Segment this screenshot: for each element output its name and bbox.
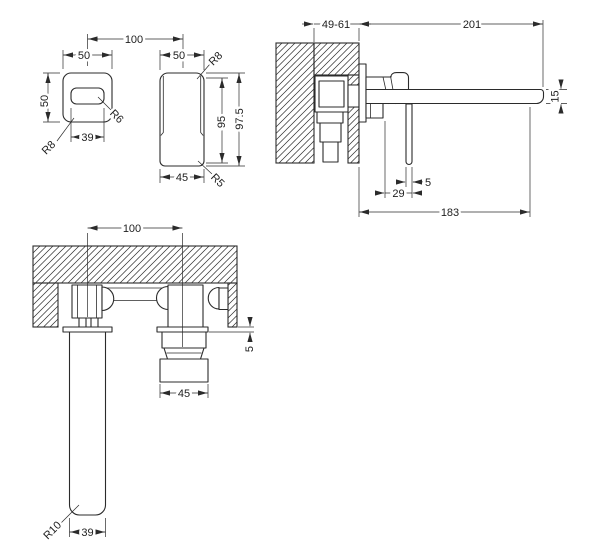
view-handle-side: 50 R8 95 97.5 (159, 47, 249, 192)
dimension-side-width-bottom: 45 (159, 169, 205, 187)
radius-label-r8-side: R8 (207, 50, 225, 68)
radius-label-side-bottom: R5 (197, 160, 229, 192)
dimension-spacing-top: 100 (87, 32, 184, 68)
dim-label-side-width-top: 50 (173, 50, 185, 62)
dim-label-spout-reach: 201 (463, 19, 481, 31)
dim-label-spout-height: 15 (550, 90, 562, 102)
dimension-lever-offset: 29 (374, 121, 423, 203)
dimension-spout-reach: 201 (359, 17, 544, 87)
dim-label-centres-front: 100 (123, 223, 141, 235)
wall-section-top (313, 42, 360, 76)
dim-label-plate-gap: 5 (244, 346, 256, 352)
radius-label-r8-front: R8 (40, 139, 58, 157)
radius-label-r5-side: R5 (208, 171, 226, 189)
lever-handle-side (405, 103, 413, 166)
dim-label-handle-width: 45 (178, 388, 190, 400)
radius-label-side-top: R8 (196, 47, 228, 80)
dim-label-spout-width: 39 (81, 527, 93, 539)
dimension-side-height-body: 95 (206, 77, 231, 164)
dimension-spout-width: 39 (69, 518, 106, 542)
dim-label-side-height-total: 97.5 (234, 108, 246, 129)
dim-label-plate-width: 50 (78, 50, 90, 62)
dim-label-lever-offset: 29 (392, 188, 404, 200)
wall-face-strip-lower (347, 106, 360, 164)
view-handle-front: 100 50 50 39 (37, 32, 184, 160)
mixer-body-lower (365, 102, 384, 119)
dimension-side-width-top: 50 (159, 48, 205, 70)
concealed-assembly-front (71, 284, 229, 328)
wall-front-right (227, 282, 238, 328)
dim-label-wall-depth: 49-61 (322, 19, 350, 31)
dimension-wall-depth: 49-61 (302, 17, 371, 42)
dim-label-outlet-reach: 183 (441, 207, 459, 219)
mixer-body-side (365, 72, 410, 91)
concealed-valve-body (314, 75, 360, 163)
dimension-centres-front: 100 (87, 221, 183, 347)
dim-label-spacing-top: 100 (125, 34, 143, 46)
handle-side-plate-lines (160, 76, 204, 136)
view-side-section: 49-61 201 15 5 (275, 17, 567, 222)
wall-face-strip-upper (347, 74, 360, 86)
dimension-plate-gap: 5 (209, 316, 259, 355)
dimension-side-height-total: 97.5 (206, 72, 249, 167)
dimension-plate-width: 50 (62, 48, 113, 69)
dim-label-slot-width: 39 (81, 132, 93, 144)
dimension-handle-width: 45 (159, 384, 209, 403)
dimension-outlet-reach: 183 (358, 107, 531, 222)
radius-label-spout-corner: R10 (39, 504, 80, 545)
dim-label-lever-thickness: 5 (425, 177, 431, 189)
radius-label-plate-corner: R8 (37, 117, 75, 160)
wall-front-left (32, 282, 59, 328)
dimension-spout-height: 15 (546, 79, 567, 114)
view-front-installed: 100 5 45 39 (32, 221, 259, 545)
dimension-slot-width: 39 (70, 108, 105, 147)
handle-side-outline (159, 72, 205, 167)
dimension-plate-height: 50 (37, 72, 60, 123)
dim-label-side-height-body: 95 (216, 116, 228, 128)
spout-front (62, 326, 113, 516)
dim-label-plate-height: 50 (39, 95, 51, 107)
wall-plate-side (358, 63, 367, 123)
radius-label-r10-spout: R10 (41, 519, 64, 542)
wall-front-top (32, 245, 238, 284)
spout-side (365, 88, 545, 105)
wall-section-left (275, 42, 315, 164)
handle-slot-outline (70, 87, 105, 105)
dim-label-side-width-bottom: 45 (176, 172, 188, 184)
